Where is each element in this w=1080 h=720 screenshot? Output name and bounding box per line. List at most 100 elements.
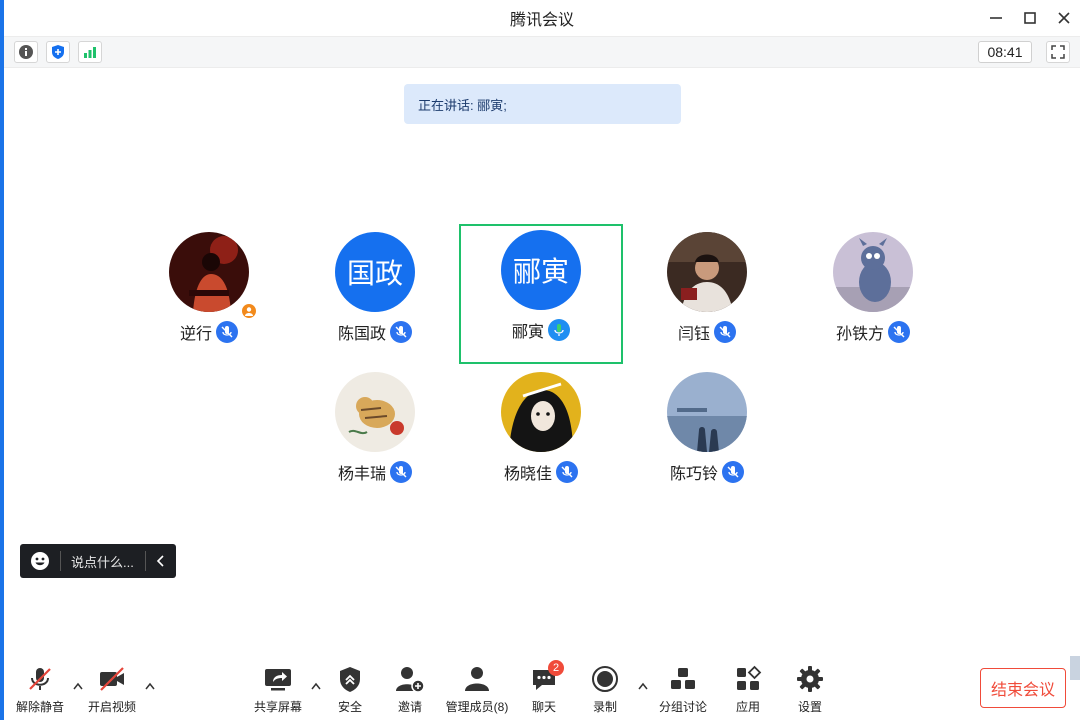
unmute-label: 解除静音 [15,700,64,714]
participant-name-row: 陈国政 [293,320,457,344]
security-status-button[interactable] [46,41,70,63]
security-button[interactable]: 安全 [315,664,385,718]
network-status-button[interactable] [78,41,102,63]
share-options-caret[interactable] [310,680,322,692]
info-icon [19,45,33,59]
chat-input-placeholder[interactable]: 说点什么... [71,554,134,570]
mic-muted-badge [216,321,238,343]
video-options-caret[interactable] [144,680,156,692]
share-screen-button[interactable]: 共享屏幕 [243,664,313,718]
participant-tile[interactable]: 国政 陈国政 [293,226,457,366]
participant-photo-icon [833,232,913,312]
mic-muted-icon [221,326,233,338]
minimize-icon [990,17,1002,19]
participant-tile-active-speaker[interactable]: 郦寅 郦寅 [459,224,623,364]
participant-photo-icon [169,232,249,312]
breakout-rooms-icon [671,668,695,689]
close-icon [1058,12,1070,24]
manage-members-button[interactable]: 管理成员(8) [442,664,512,718]
participant-name: 逆行 [179,326,212,343]
apps-button[interactable]: 应用 [713,664,783,718]
window-controls [988,0,1072,36]
meeting-clock: 08:41 [978,41,1032,63]
chat-button[interactable]: 2 聊天 [509,660,579,718]
participant-photo-icon [667,372,747,452]
manage-members-label: 管理成员(8) [445,700,509,714]
settings-button[interactable]: 设置 [775,664,845,718]
unmute-button[interactable]: 解除静音 [5,664,75,718]
chevron-left-icon [156,555,164,567]
mic-muted-icon [719,326,731,338]
maximize-icon [1024,12,1036,24]
participant-name-row: 陈巧铃 [625,460,789,484]
record-icon [592,666,618,692]
breakout-rooms-button[interactable]: 分组讨论 [648,664,718,718]
share-screen-icon [265,669,291,691]
gear-icon [797,666,823,692]
divider [145,551,146,571]
emoji-button[interactable] [20,544,60,578]
participant-name: 孙铁方 [835,326,884,343]
maximize-button[interactable] [1022,10,1038,26]
participant-name: 陈国政 [337,326,386,343]
avatar [501,372,581,452]
avatar [335,372,415,452]
signal-bars-icon [84,47,96,58]
avatar [169,232,249,312]
participant-name-row: 杨丰瑞 [293,460,457,484]
title-bar: 腾讯会议 [4,0,1080,36]
invite-label: 邀请 [397,700,422,714]
invite-button[interactable]: 邀请 [375,664,445,718]
end-meeting-button[interactable]: 结束会议 [980,668,1066,708]
info-bar: 08:41 [4,36,1080,68]
participant-tile[interactable]: 陈巧铃 [625,366,789,506]
participant-tile[interactable]: 孙铁方 [791,226,955,366]
participant-name: 郦寅 [511,324,544,341]
window-title: 腾讯会议 [509,12,574,29]
quick-chat-box[interactable]: 说点什么... [20,544,176,578]
chevron-up-icon [145,682,155,690]
add-user-icon [396,667,425,693]
emoji-icon [31,552,49,570]
chevron-up-icon [638,682,648,690]
avatar: 国政 [335,232,415,312]
participant-name: 杨晓佳 [503,466,552,483]
mic-muted-icon [29,668,51,690]
record-label: 录制 [592,700,617,714]
left-edge-strip [0,0,4,720]
unread-badge: 2 [548,660,564,676]
breakout-rooms-label: 分组讨论 [658,700,707,714]
audio-options-caret[interactable] [72,680,84,692]
close-button[interactable] [1056,10,1072,26]
speaking-banner: 正在讲话: 郦寅; [404,84,681,124]
participant-tile[interactable]: 杨丰瑞 [293,366,457,506]
collapse-chat-button[interactable] [146,544,176,578]
mic-speaking-badge [548,319,570,341]
video-off-icon [100,667,124,691]
record-button[interactable]: 录制 [570,664,640,718]
right-edge-handle[interactable] [1070,656,1080,680]
avatar [667,372,747,452]
shield-icon [52,45,64,59]
participant-name-row: 逆行 [127,320,291,344]
mic-muted-icon [395,326,407,338]
meeting-info-button[interactable] [14,41,38,63]
divider [60,551,61,571]
participant-tile[interactable]: 逆行 [127,226,291,366]
participant-name-row: 孙铁方 [791,320,955,344]
participant-name-row: 杨晓佳 [459,460,623,484]
mic-muted-badge [714,321,736,343]
participant-tile[interactable]: 闫钰 [625,226,789,366]
minimize-button[interactable] [988,10,1004,26]
mic-muted-badge [888,321,910,343]
fullscreen-icon [1051,45,1065,59]
participant-tile[interactable]: 杨晓佳 [459,366,623,506]
participant-name: 杨丰瑞 [337,466,386,483]
settings-label: 设置 [797,700,822,714]
participant-name-row: 闫钰 [625,320,789,344]
share-screen-label: 共享屏幕 [253,700,302,714]
fullscreen-button[interactable] [1046,41,1070,63]
start-video-button[interactable]: 开启视频 [77,664,147,718]
apps-icon [737,665,762,690]
record-options-caret[interactable] [637,680,649,692]
